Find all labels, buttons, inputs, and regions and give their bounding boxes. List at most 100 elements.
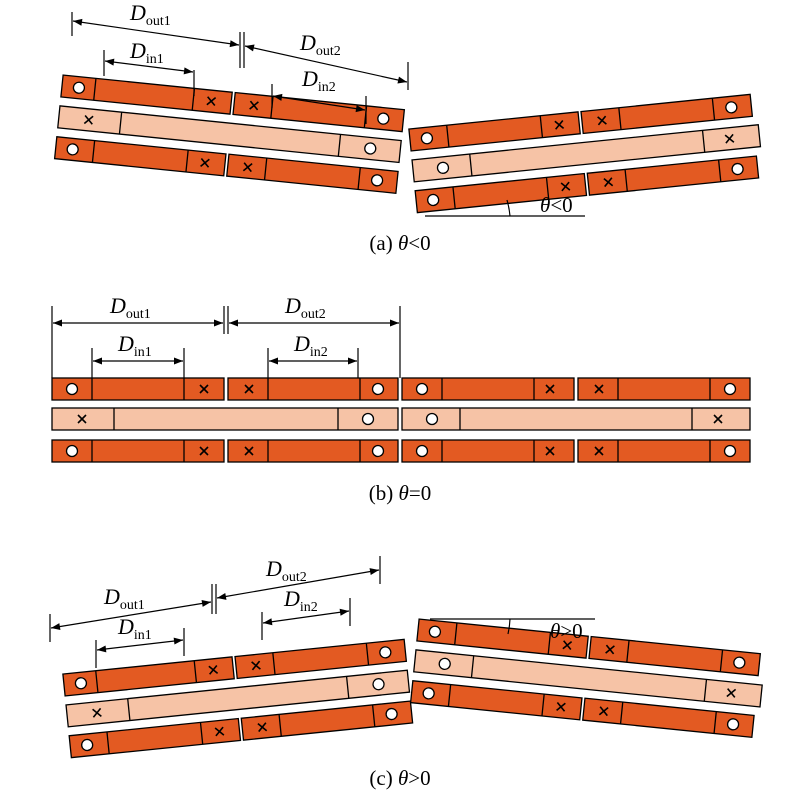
- c-bar-bot-left-2: [240, 700, 414, 741]
- label-dout1-c: Dout1: [103, 584, 145, 613]
- theta-indicator-a: [425, 199, 585, 217]
- circle-icon: [425, 412, 439, 426]
- cross-icon: [77, 414, 87, 424]
- label-dout2-a: Dout2: [299, 30, 341, 59]
- b-bar-bot-left-2: [227, 439, 399, 463]
- a-bar-top-left-2: [232, 91, 406, 133]
- theta-indicator-c: [430, 618, 595, 635]
- b-bar-mid-left: [51, 407, 399, 431]
- circle-icon: [436, 161, 450, 174]
- a-bar-mid-right: [411, 124, 762, 183]
- cross-icon: [83, 114, 94, 125]
- label-din1-b: Din1: [117, 331, 152, 360]
- circle-icon: [361, 412, 375, 426]
- c-bar-bot-right-2: [582, 697, 755, 739]
- c-bar-bot-right-1: [409, 680, 583, 721]
- b-bar-top-left-1: [51, 377, 225, 401]
- a-bar-bot-left-1: [53, 136, 227, 177]
- b-bar-top-left-2: [227, 377, 399, 401]
- c-bar-top-left-1: [62, 656, 235, 697]
- b-bar-top-right-1: [401, 377, 575, 401]
- c-bar-bot-left-1: [68, 717, 242, 759]
- cross-icon: [598, 706, 609, 717]
- circle-icon: [726, 718, 740, 731]
- cross-icon: [242, 162, 253, 173]
- dim-out2-a: [244, 44, 408, 84]
- cross-icon: [724, 133, 735, 144]
- cross-icon: [199, 384, 209, 394]
- cross-icon: [214, 726, 225, 737]
- circle-icon: [422, 687, 435, 700]
- a-bar-bot-right-2: [586, 155, 760, 196]
- cross-icon: [556, 701, 566, 712]
- caption-b: (b) θ=0: [369, 481, 431, 505]
- c-bar-mid-left: [65, 669, 411, 728]
- c-bar-top-right-1: [416, 618, 589, 659]
- cross-icon: [560, 181, 571, 192]
- dim-in2-a: [272, 93, 366, 113]
- b-bar-top-right-2: [577, 377, 751, 401]
- cross-icon: [244, 446, 254, 456]
- cross-icon: [206, 96, 217, 107]
- b-bar-bot-right-2: [577, 439, 751, 463]
- cross-icon: [726, 688, 737, 698]
- circle-icon: [371, 444, 385, 458]
- dim-out2-c: [216, 568, 380, 600]
- circle-icon: [723, 444, 737, 458]
- a-bar-top-right-1: [408, 111, 581, 152]
- cross-icon: [562, 640, 573, 651]
- cross-icon: [554, 119, 565, 130]
- a-bar-bot-left-2: [226, 153, 399, 195]
- cross-icon: [208, 664, 219, 675]
- a-bar-top-right-2: [580, 93, 754, 135]
- circle-icon: [72, 81, 86, 94]
- label-din2-a: Din2: [301, 66, 336, 95]
- circle-icon: [385, 707, 398, 721]
- dim-out1-a: [72, 18, 240, 48]
- circle-icon: [731, 162, 744, 176]
- circle-icon: [364, 142, 377, 155]
- dim-out1-b: [53, 319, 223, 327]
- b-bar-bot-left-1: [51, 439, 225, 463]
- circle-icon: [66, 143, 79, 156]
- circle-icon: [723, 382, 737, 396]
- cross-icon: [199, 446, 209, 456]
- circle-icon: [377, 112, 390, 125]
- circle-icon: [428, 625, 442, 638]
- dim-in1-a: [104, 58, 194, 75]
- cross-icon: [713, 414, 723, 424]
- circle-icon: [427, 193, 440, 207]
- label-dout1-a: Dout1: [129, 0, 171, 29]
- circle-icon: [65, 444, 79, 458]
- theta-label-a: θ<0: [540, 193, 573, 217]
- dim-out2-b: [229, 319, 399, 327]
- c-bar-top-left-2: [234, 638, 408, 680]
- caption-c: (c) θ>0: [369, 766, 430, 790]
- circle-icon: [420, 132, 434, 145]
- b-bar-mid-right: [401, 407, 751, 431]
- cross-icon: [92, 707, 102, 718]
- theta-label-c: θ>0: [550, 619, 583, 643]
- circle-icon: [379, 646, 392, 659]
- dim-in1-b: [93, 357, 183, 365]
- circle-icon: [370, 174, 384, 187]
- cross-icon: [545, 384, 555, 394]
- cross-icon: [249, 100, 259, 111]
- cross-icon: [251, 660, 261, 671]
- circle-icon: [372, 678, 385, 691]
- label-dout2-b: Dout2: [284, 293, 326, 322]
- circle-icon: [725, 101, 738, 114]
- label-din1-c: Din1: [117, 614, 152, 643]
- label-din2-c: Din2: [283, 586, 318, 615]
- label-din1-a: Din1: [129, 38, 164, 67]
- label-din2-b: Din2: [293, 331, 328, 360]
- cross-icon: [597, 115, 607, 126]
- circle-icon: [733, 656, 746, 669]
- circle-icon: [371, 382, 385, 396]
- c-bar-mid-right: [413, 649, 763, 708]
- a-bar-bot-right-1: [414, 172, 588, 214]
- circle-icon: [438, 657, 451, 671]
